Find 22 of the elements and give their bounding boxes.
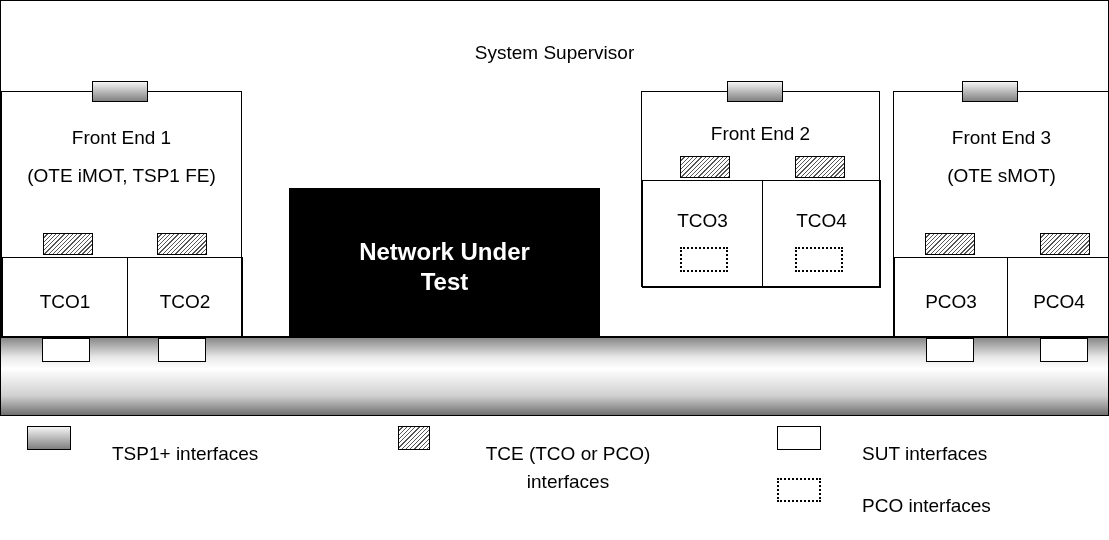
node-label: System Supervisor: [473, 41, 636, 65]
component-box: [762, 180, 881, 288]
node-label: PCO3: [924, 290, 978, 314]
node-label: TCO3: [676, 209, 729, 233]
front-end-box: [641, 91, 880, 287]
node-label: Network Under Test: [358, 237, 531, 297]
legend-label: PCO interfaces: [862, 494, 992, 518]
node-label: Front End 3: [950, 126, 1053, 150]
node-label: TCO1: [38, 290, 92, 314]
legend-label: TSP1+ interfaces: [112, 442, 260, 466]
network-box: [289, 188, 600, 338]
bus-pipe: [0, 337, 1109, 416]
node-label: Front End 1: [70, 126, 173, 150]
node-subtitle: (OTE iMOT, TSP1 FE): [26, 164, 217, 188]
supervisor-box: [0, 0, 1109, 337]
node-label: TCO2: [158, 290, 212, 314]
node-label: PCO4: [1032, 290, 1086, 314]
node-label: TCO4: [795, 209, 848, 233]
legend-label: SUT interfaces: [862, 442, 989, 466]
legend-label: TCE (TCO or PCO) interfaces: [484, 442, 652, 494]
node-label: Front End 2: [709, 122, 812, 146]
node-subtitle: (OTE sMOT): [946, 164, 1057, 188]
